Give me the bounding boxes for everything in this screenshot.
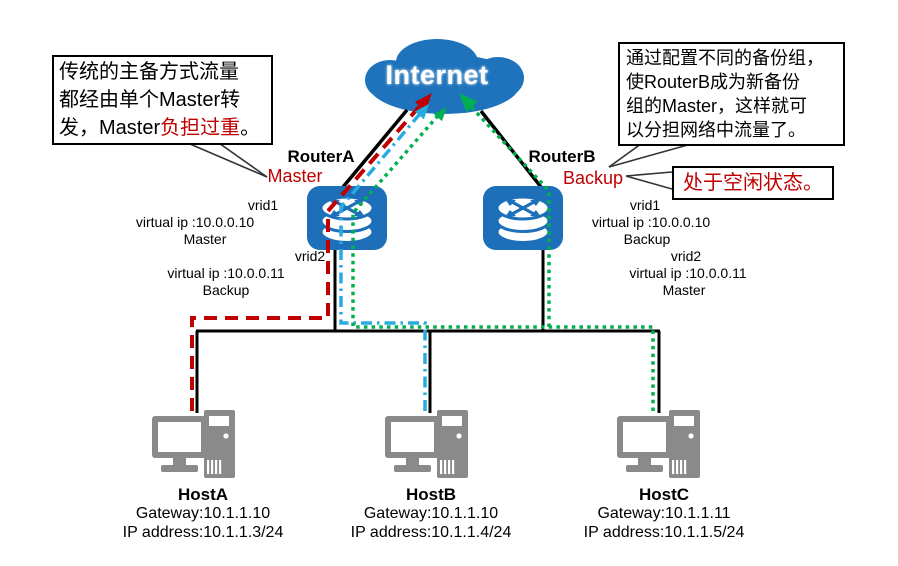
callout-right-line4: 以分担网络中流量了。 <box>626 120 806 140</box>
routera-vrid1-label: vrid1 <box>247 197 279 213</box>
routera-vrid2-role-label: Backup <box>202 282 250 298</box>
traffic-flows <box>190 97 655 411</box>
red-arrow-icon <box>414 93 432 112</box>
lan-links <box>195 108 661 413</box>
callout-left-highlight: 负担过重 <box>160 117 241 139</box>
routera-vrid2-label: vrid2 <box>294 248 326 264</box>
callout-left-line2: 都经由单个Master转 <box>59 89 241 111</box>
callout-idle: 处于空闲状态。 <box>672 166 834 200</box>
routerb-vrid1-vip-label: virtual ip :10.0.0.10 <box>591 214 711 230</box>
callout-left-line1: 传统的主备方式流量 <box>59 61 239 83</box>
routera-name-label: RouterA <box>287 147 355 166</box>
routera-vrid2-vip-label: virtual ip :10.0.0.11 <box>167 265 285 281</box>
routera-vrid1-role-label: Master <box>183 231 227 247</box>
routerb-vrid2-label: vrid2 <box>670 248 702 264</box>
hosta-icon <box>152 410 235 478</box>
flow-arrowheads <box>414 93 478 122</box>
callout-right-line3: 组的Master，这样就可 <box>626 96 808 116</box>
hostc-icon <box>617 410 700 478</box>
blue-arrow-icon <box>414 104 429 120</box>
hosta-traffic-flow-red <box>190 97 428 411</box>
hosta-name-label: HostA <box>177 485 229 504</box>
hostc-ip-label: IP address:10.1.1.5/24 <box>583 524 745 541</box>
routerb-vrid1-label: vrid1 <box>629 197 661 213</box>
hosta-ip-label: IP address:10.1.1.3/24 <box>122 524 284 541</box>
hosta-gateway-label: Gateway:10.1.1.10 <box>135 505 271 522</box>
hostc-gateway-label: Gateway:10.1.1.11 <box>597 505 731 522</box>
routerb-vrid2-vip-label: virtual ip :10.0.0.11 <box>629 265 747 281</box>
hostb-ip-label: IP address:10.1.1.4/24 <box>350 524 512 541</box>
internet-cloud <box>365 39 524 114</box>
routerb-name-label: RouterB <box>528 147 596 166</box>
callout-right: 通过配置不同的备份组， 使RouterB成为新备份 组的Master，这样就可 … <box>618 42 845 146</box>
callout-left-line3: 发，Master负担过重。 <box>59 117 261 139</box>
green-arrow-large-icon <box>459 93 478 113</box>
routera-internet-link-line <box>341 108 409 189</box>
routerb-icon <box>481 184 565 252</box>
hostb-icon <box>385 410 468 478</box>
routerb-role-label: Backup <box>562 168 624 188</box>
hostc-traffic-flow-green-old <box>351 109 655 411</box>
internet-label: Internet <box>385 60 489 90</box>
routera-role-label: Master <box>267 166 323 186</box>
hostb-name-label: HostB <box>405 485 457 504</box>
routerb-vrid1-role-label: Backup <box>623 231 671 247</box>
callout-right-line1: 通过配置不同的备份组， <box>626 48 824 68</box>
callout-left: 传统的主备方式流量 都经由单个Master转 发，Master负担过重。 <box>52 55 273 145</box>
routerb-vrid2-role-label: Master <box>662 282 706 298</box>
callout-right-line2: 使RouterB成为新备份 <box>626 72 801 92</box>
routera-vrid1-vip-label: virtual ip :10.0.0.10 <box>135 214 255 230</box>
routera-icon <box>305 184 389 252</box>
hostb-gateway-label: Gateway:10.1.1.10 <box>363 505 499 522</box>
hostb-traffic-flow-blue <box>339 107 427 411</box>
hostc-name-label: HostC <box>638 485 690 504</box>
green-arrow-small-icon <box>433 107 447 122</box>
